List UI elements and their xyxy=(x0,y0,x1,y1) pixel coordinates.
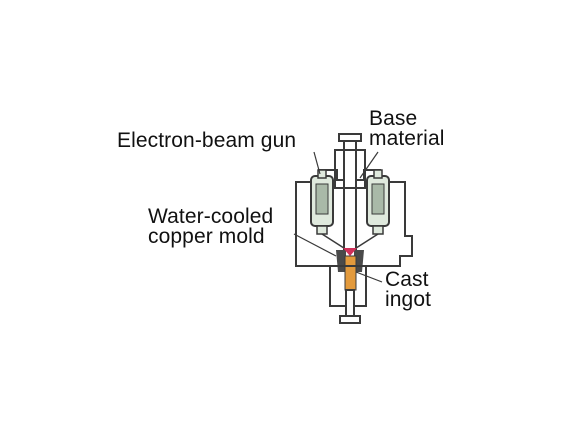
rod-cap xyxy=(338,133,362,142)
label-base-material: Base material xyxy=(369,107,445,150)
label-electron-beam-gun: Electron-beam gun xyxy=(117,129,297,152)
leader-water-cooled-mold xyxy=(293,233,337,257)
lower-rod xyxy=(345,289,355,319)
leader-base-material xyxy=(359,151,379,179)
melt-pool xyxy=(343,248,357,256)
right-electron-beam xyxy=(352,233,379,251)
feed-rod xyxy=(343,139,357,259)
leader-cast-ingot xyxy=(355,271,383,283)
leader-electron-beam-gun xyxy=(313,151,321,175)
left-electron-beam xyxy=(321,233,348,251)
right-electron-gun xyxy=(366,169,390,235)
lower-rod-cap xyxy=(339,315,361,324)
label-cast-ingot: Cast ingot xyxy=(385,268,432,311)
feed-housing xyxy=(334,149,366,189)
cast-ingot-shape xyxy=(344,255,357,291)
label-water-cooled-copper-mold: Water-cooled copper mold xyxy=(148,205,274,248)
left-electron-gun xyxy=(310,169,334,235)
